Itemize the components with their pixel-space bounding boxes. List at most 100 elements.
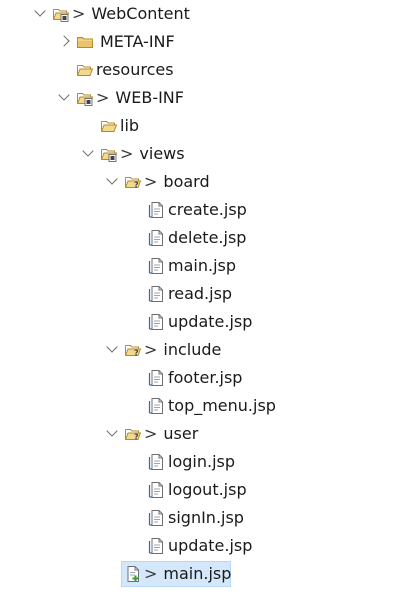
tree-item-label: signIn.jsp (168, 507, 244, 529)
folder-decorated-icon (52, 5, 70, 23)
jsp-file-icon (148, 257, 166, 275)
tree-item-label: logout.jsp (168, 479, 247, 501)
folder-unknown-icon: ? (124, 341, 142, 359)
expand-chevron-down-icon[interactable] (106, 341, 118, 353)
tree-item-update-jsp[interactable]: update.jsp (0, 308, 411, 336)
tree-item-text: WEB-INF (115, 88, 184, 107)
tree-item-text: main.jsp (168, 256, 236, 275)
tree-item-label: create.jsp (168, 199, 247, 221)
tree-item-text: footer.jsp (168, 368, 243, 387)
outgoing-change-marker: > (144, 340, 158, 359)
expand-chevron-down-icon[interactable] (58, 89, 70, 101)
folder-icon (76, 33, 94, 51)
tree-item-text: top_menu.jsp (168, 396, 276, 415)
outgoing-change-marker: > (72, 4, 86, 23)
tree-item-label: resources (96, 59, 174, 81)
tree-item-text: include (163, 340, 222, 359)
tree-item-text: views (139, 144, 185, 163)
tree-item-views[interactable]: > views (0, 140, 411, 168)
tree-item-delete-jsp[interactable]: delete.jsp (0, 224, 411, 252)
tree-item-text: create.jsp (168, 200, 247, 219)
tree-item-text: board (163, 172, 210, 191)
svg-text:?: ? (134, 349, 139, 358)
outgoing-change-marker: > (144, 564, 158, 583)
tree-item-label: > board (144, 171, 210, 193)
tree-item-label: > include (144, 339, 221, 361)
tree-item-update-jsp[interactable]: update.jsp (0, 532, 411, 560)
expand-chevron-down-icon[interactable] (82, 145, 94, 157)
tree-item-user[interactable]: ? > user (0, 420, 411, 448)
jsp-file-icon (148, 509, 166, 527)
tree-item-label: delete.jsp (168, 227, 246, 249)
tree-item-top-menu-jsp[interactable]: top_menu.jsp (0, 392, 411, 420)
jsp-file-icon (148, 229, 166, 247)
tree-item-text: user (163, 424, 199, 443)
tree-item-footer-jsp[interactable]: footer.jsp (0, 364, 411, 392)
tree-item-label: footer.jsp (168, 367, 242, 389)
jsp-file-icon (148, 453, 166, 471)
outgoing-change-marker: > (96, 88, 110, 107)
tree-item-board[interactable]: ? > board (0, 168, 411, 196)
tree-item-logout-jsp[interactable]: logout.jsp (0, 476, 411, 504)
tree-item-text: update.jsp (168, 536, 253, 555)
tree-item-main-jsp[interactable]: > main.jsp (0, 560, 411, 588)
tree-item-text: WebContent (91, 4, 190, 23)
folder-unknown-icon: ? (124, 173, 142, 191)
svg-text:?: ? (134, 433, 139, 442)
tree-item-label: > WebContent (72, 3, 190, 25)
tree-item-label: update.jsp (168, 311, 252, 333)
selection-highlight (121, 561, 231, 587)
folder-unknown-icon: ? (124, 425, 142, 443)
tree-item-webcontent[interactable]: > WebContent (0, 0, 411, 28)
tree-item-include[interactable]: ? > include (0, 336, 411, 364)
tree-item-text: resources (96, 60, 174, 79)
expand-chevron-right-icon[interactable] (58, 35, 70, 47)
tree-item-label: > WEB-INF (96, 87, 184, 109)
tree-item-lib[interactable]: lib (0, 112, 411, 140)
open-folder-icon (100, 117, 118, 135)
tree-item-text: delete.jsp (168, 228, 247, 247)
expand-chevron-down-icon[interactable] (106, 173, 118, 185)
expand-chevron-down-icon[interactable] (106, 425, 118, 437)
jsp-file-icon (148, 397, 166, 415)
outgoing-change-marker: > (144, 424, 158, 443)
tree-item-read-jsp[interactable]: read.jsp (0, 280, 411, 308)
svg-text:?: ? (134, 181, 139, 190)
tree-item-label: main.jsp (168, 255, 236, 277)
tree-item-label: top_menu.jsp (168, 395, 276, 417)
jsp-file-icon (148, 201, 166, 219)
tree-item-resources[interactable]: resources (0, 56, 411, 84)
tree-item-label: > user (144, 423, 198, 445)
jsp-file-icon (148, 537, 166, 555)
tree-item-label: read.jsp (168, 283, 232, 305)
jsp-file-added-icon (124, 565, 142, 583)
tree-item-meta-inf[interactable]: META-INF (0, 28, 411, 56)
tree-item-label: > views (120, 143, 185, 165)
tree-item-label: login.jsp (168, 451, 235, 473)
tree-item-label: update.jsp (168, 535, 252, 557)
tree-item-create-jsp[interactable]: create.jsp (0, 196, 411, 224)
tree-item-signin-jsp[interactable]: signIn.jsp (0, 504, 411, 532)
tree-item-label: lib (120, 115, 139, 137)
tree-item-web-inf[interactable]: > WEB-INF (0, 84, 411, 112)
tree-item-login-jsp[interactable]: login.jsp (0, 448, 411, 476)
jsp-file-icon (148, 313, 166, 331)
tree-item-text: main.jsp (163, 564, 232, 583)
outgoing-change-marker: > (120, 144, 134, 163)
tree-item-label: META-INF (100, 31, 175, 53)
open-folder-icon (76, 61, 94, 79)
expand-chevron-down-icon[interactable] (34, 5, 46, 17)
tree-item-text: logout.jsp (168, 480, 247, 499)
tree-item-text: lib (120, 116, 140, 135)
tree-item-main-jsp[interactable]: main.jsp (0, 252, 411, 280)
jsp-file-icon (148, 285, 166, 303)
jsp-file-icon (148, 481, 166, 499)
tree-item-text: read.jsp (168, 284, 233, 303)
jsp-file-icon (148, 369, 166, 387)
tree-item-text: login.jsp (168, 452, 235, 471)
tree-item-text: signIn.jsp (168, 508, 244, 527)
tree-item-text: META-INF (100, 32, 175, 51)
outgoing-change-marker: > (144, 172, 158, 191)
tree-item-text: update.jsp (168, 312, 253, 331)
